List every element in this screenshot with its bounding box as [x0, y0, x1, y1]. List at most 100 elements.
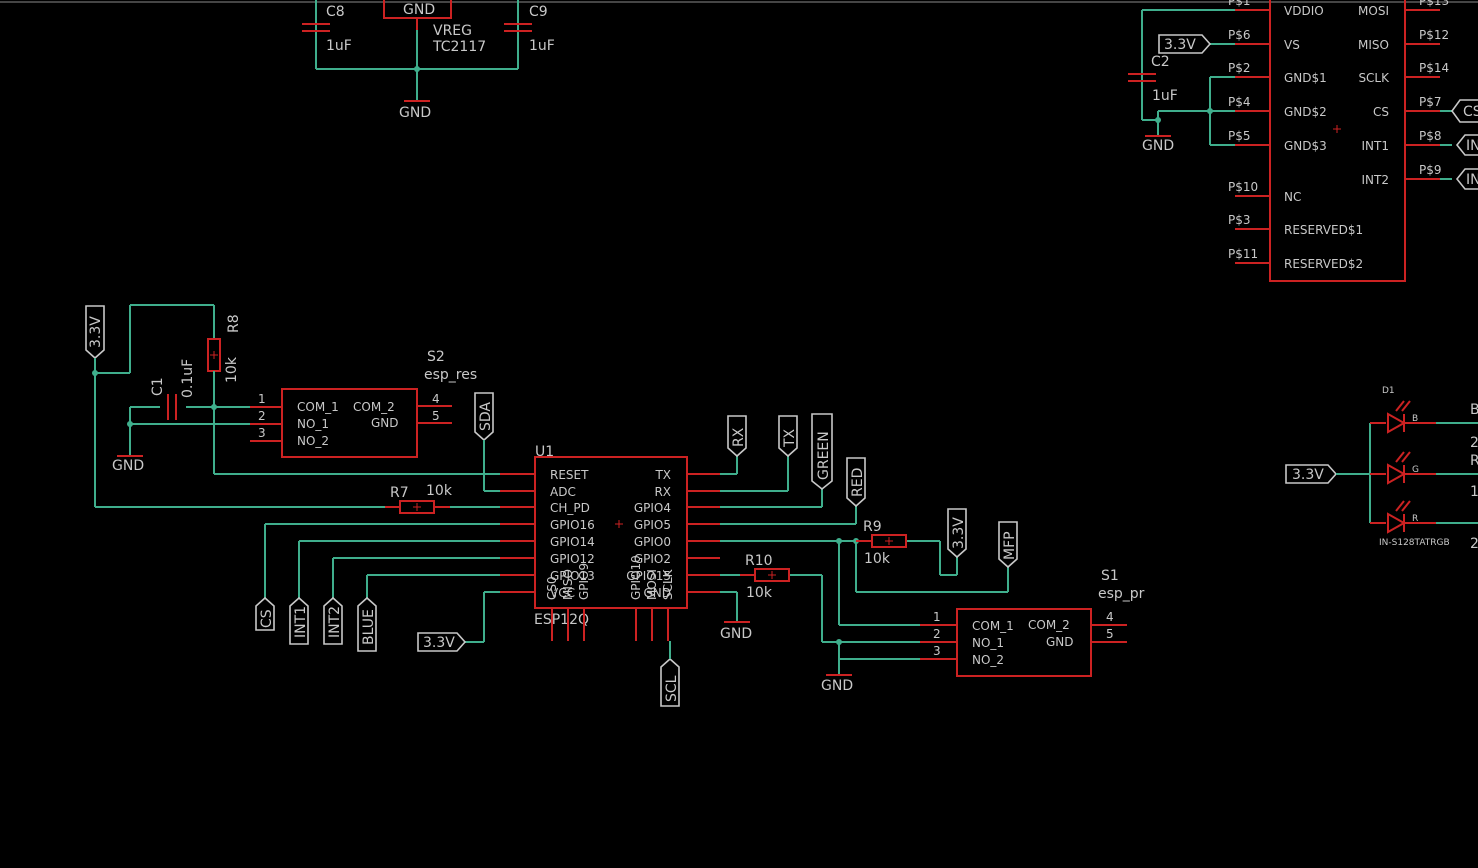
net-label-3v3-esp[interactable]: 3.3V [417, 632, 467, 652]
svg-text:TX: TX [782, 428, 798, 448]
capacitor-c8[interactable]: C8 1uF [302, 4, 352, 54]
led-diode[interactable]: B [1387, 400, 1478, 434]
resistor-r7[interactable]: R7 10k [385, 483, 453, 514]
sensor-pin-label: NC [1284, 190, 1301, 204]
vreg-gnd-label: GND [399, 105, 431, 121]
svg-text:4: 4 [1106, 610, 1114, 624]
s2-value: esp_res [424, 367, 477, 383]
c1-value: 0.1uF [180, 359, 196, 398]
led-diode[interactable]: G [1387, 451, 1478, 485]
switch-s2[interactable]: 1 2 3 4 5 COM_1 NO_1 NO_2 COM_2 GND S2 e… [250, 349, 477, 458]
sensor-pin-label: SCLK [1358, 71, 1390, 85]
resistor-r9[interactable]: R9 10k [856, 519, 907, 567]
esp12q-section[interactable]: U1 ESP12Q RESETADCCH_PDGPIO16GPIO14GPIO1… [255, 392, 1145, 707]
svg-text:3: 3 [933, 644, 941, 658]
sensor-pin-label: INT2 [1362, 173, 1389, 187]
net-label-3v3-left[interactable]: 3.3V [85, 305, 105, 360]
esp-pin-label: GPIO4 [634, 501, 671, 515]
svg-text:GND: GND [371, 416, 399, 430]
c8-value: 1uF [326, 38, 352, 54]
r8-name: R8 [226, 314, 242, 333]
sensor-3v3-label[interactable]: 3.3V [1158, 34, 1212, 54]
svg-text:BLUE: BLUE [361, 609, 377, 645]
net-label-int2[interactable]: INT2 [323, 596, 343, 645]
net-label-blue[interactable]: BLUE [357, 596, 377, 652]
c2-name: C2 [1151, 54, 1170, 70]
svg-text:NO_2: NO_2 [972, 653, 1004, 667]
svg-text:INT2: INT2 [327, 606, 343, 638]
capacitor-c2[interactable]: C2 1uF [1128, 54, 1178, 104]
net-label-3v3-r9[interactable]: 3.3V [947, 508, 967, 559]
esp-pin-label: ADC [550, 485, 576, 499]
sensor-pad-label: P$5 [1228, 129, 1251, 143]
s1-value: esp_pr [1098, 586, 1145, 602]
vreg-name: VREG [433, 23, 472, 39]
esp-pin-label: GPIO15 [626, 569, 671, 583]
net-label-sda[interactable]: SDA [474, 392, 494, 442]
sensor-section[interactable]: P$1VDDIOP$6VSP$2GND$1P$4GND$2P$5GND$3P$1… [1128, 0, 1478, 282]
resistor-r8[interactable]: R8 10k [207, 314, 242, 383]
sensor-pin-label: MOSI [1358, 4, 1389, 18]
net-label-green[interactable]: GREEN [811, 413, 833, 491]
svg-text:3.3V: 3.3V [1164, 37, 1196, 53]
sensor-pin-label: GND$2 [1284, 105, 1327, 119]
vreg-value: TC2117 [432, 39, 486, 55]
sensor-body[interactable] [1269, 0, 1406, 282]
r8-value: 10k [224, 356, 240, 383]
esp-pin-label: TX [654, 468, 671, 482]
esp-pin-label: RX [654, 485, 671, 499]
led-diode[interactable]: R [1387, 500, 1478, 534]
net-label-int1[interactable]: INT1 [289, 596, 309, 645]
r7-value: 10k [426, 483, 453, 499]
net-label-int1-partial[interactable]: IN [1455, 134, 1478, 156]
reset-section[interactable]: 3.3V R8 10k C1 0.1uF GND [85, 304, 500, 514]
sensor-pad-label: P$8 [1419, 129, 1442, 143]
sensor-pin-label: MISO [1358, 38, 1389, 52]
net-label-3v3-led[interactable]: 3.3V [1285, 464, 1338, 484]
net-label-cs[interactable]: CS [255, 596, 275, 631]
svg-text:3: 3 [258, 426, 266, 440]
esp-pin-label: RESET [550, 468, 589, 482]
sensor-pad-label: P$3 [1228, 213, 1251, 227]
esp-bottom-pin-label: MISO [561, 569, 575, 600]
esp-pin-label: CH_PD [550, 501, 590, 515]
net-label-mfp[interactable]: MFP [998, 521, 1018, 569]
esp-pin-label: GPIO13 [550, 569, 595, 583]
net-label-cs-partial[interactable]: CS [1451, 99, 1478, 123]
svg-text:COM_2: COM_2 [353, 400, 395, 414]
sensor-pin-label: GND$3 [1284, 139, 1327, 153]
c8-name: C8 [326, 4, 345, 20]
capacitor-c9[interactable]: C9 1uF [504, 4, 555, 54]
svg-text:5: 5 [432, 409, 440, 423]
sensor-pad-label: P$13 [1419, 0, 1449, 8]
sensor-pin-label: RESERVED$2 [1284, 257, 1363, 271]
c2-value: 1uF [1152, 88, 1178, 104]
r10-value: 10k [746, 585, 773, 601]
net-label-tx[interactable]: TX [778, 415, 798, 458]
esp-bottom-pin-label: CS0 [545, 576, 559, 600]
sensor-pad-label: P$10 [1228, 180, 1258, 194]
led-pin-label: G [1412, 465, 1419, 475]
svg-text:NO_2: NO_2 [297, 434, 329, 448]
svg-text:SDA: SDA [478, 402, 494, 431]
svg-text:3.3V: 3.3V [423, 635, 455, 651]
sensor-pad-label: P$12 [1419, 28, 1449, 42]
esp-pin-label: GPIO12 [550, 552, 595, 566]
led-name: D1 [1382, 386, 1395, 396]
esp12q-body[interactable] [534, 456, 688, 609]
switch-s1[interactable]: 1 2 3 4 5 COM_1 NO_1 NO_2 COM_2 GND S1 e… [920, 568, 1145, 677]
net-label-int2-partial[interactable]: IN [1455, 168, 1478, 190]
resistor-r10[interactable]: R10 10k [740, 553, 790, 601]
vreg-section[interactable]: GND VREG TC2117 GND C8 1uF C9 1uF [302, 0, 555, 121]
led-value: IN-S128TATRGB [1379, 538, 1450, 548]
net-label-red[interactable]: RED [846, 457, 866, 508]
net-label-scl[interactable]: SCL [660, 657, 680, 707]
net-label-rx[interactable]: RX [727, 415, 747, 458]
capacitor-c1[interactable]: C1 0.1uF [150, 359, 196, 420]
esp-bottom-pin-label: GPIO10 [629, 555, 643, 600]
svg-text:COM_2: COM_2 [1028, 618, 1070, 632]
svg-text:INT1: INT1 [293, 606, 309, 638]
